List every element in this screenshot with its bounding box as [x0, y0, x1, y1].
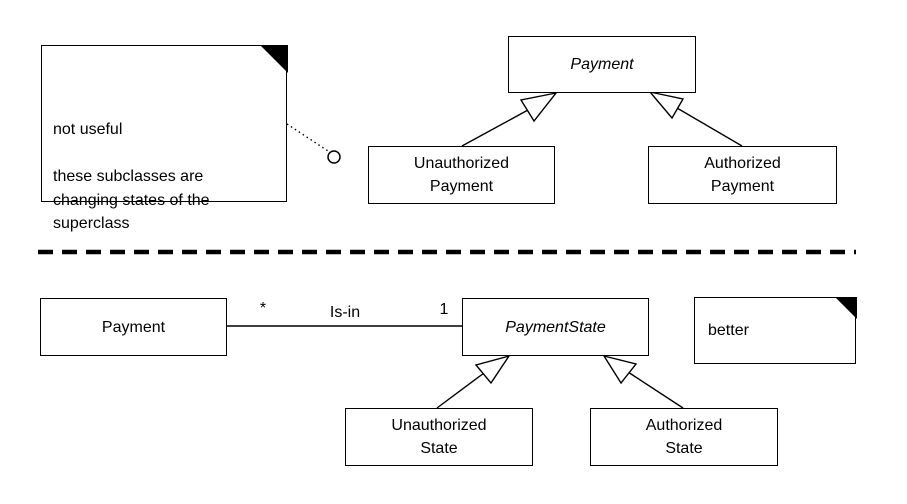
generalization-arrowhead-right-bottom	[602, 354, 638, 385]
note-text: not useful these subclasses are changing…	[53, 121, 210, 232]
generalization-line-unauthorized-state	[436, 372, 485, 409]
class-name-label: Authorized State	[645, 417, 723, 457]
note-not-useful: not useful these subclasses are changing…	[41, 44, 288, 232]
class-unauthorized-payment: Unauthorized Payment	[368, 146, 555, 204]
note-anchor-dotted-line	[286, 123, 329, 152]
generalization-line-unauthorized-payment	[461, 109, 529, 147]
class-payment-state-abstract: PaymentState	[462, 298, 649, 356]
association-name-label: Is-in	[329, 304, 361, 321]
class-authorized-payment: Authorized Payment	[648, 146, 837, 204]
generalization-arrowhead-left-top	[519, 91, 558, 123]
note-fold-corner-icon	[834, 296, 857, 319]
class-name-label: PaymentState	[505, 318, 606, 336]
note-anchor-circle	[327, 150, 341, 164]
note-better: better	[694, 296, 857, 364]
class-name-label: Payment	[101, 318, 166, 336]
generalization-line-authorized-state	[627, 371, 684, 409]
class-name-label: Unauthorized Payment	[413, 155, 510, 195]
note-fold-corner-icon	[259, 44, 288, 73]
class-name-label: Payment	[570, 56, 634, 73]
class-name-label: Unauthorized State	[391, 417, 487, 457]
generalization-line-authorized-payment	[676, 107, 743, 147]
class-authorized-state: Authorized State	[590, 408, 778, 466]
generalization-arrowhead-left-bottom	[474, 354, 511, 385]
class-name-label: Authorized Payment	[704, 155, 781, 195]
association-multiplicity-one: 1	[439, 301, 449, 318]
association-multiplicity-star: *	[259, 300, 267, 317]
note-text: better	[708, 321, 749, 339]
class-unauthorized-state: Unauthorized State	[345, 408, 533, 466]
generalization-arrowhead-right-top	[648, 90, 685, 120]
class-payment-abstract: Payment	[508, 36, 696, 93]
class-payment: Payment	[40, 298, 227, 356]
